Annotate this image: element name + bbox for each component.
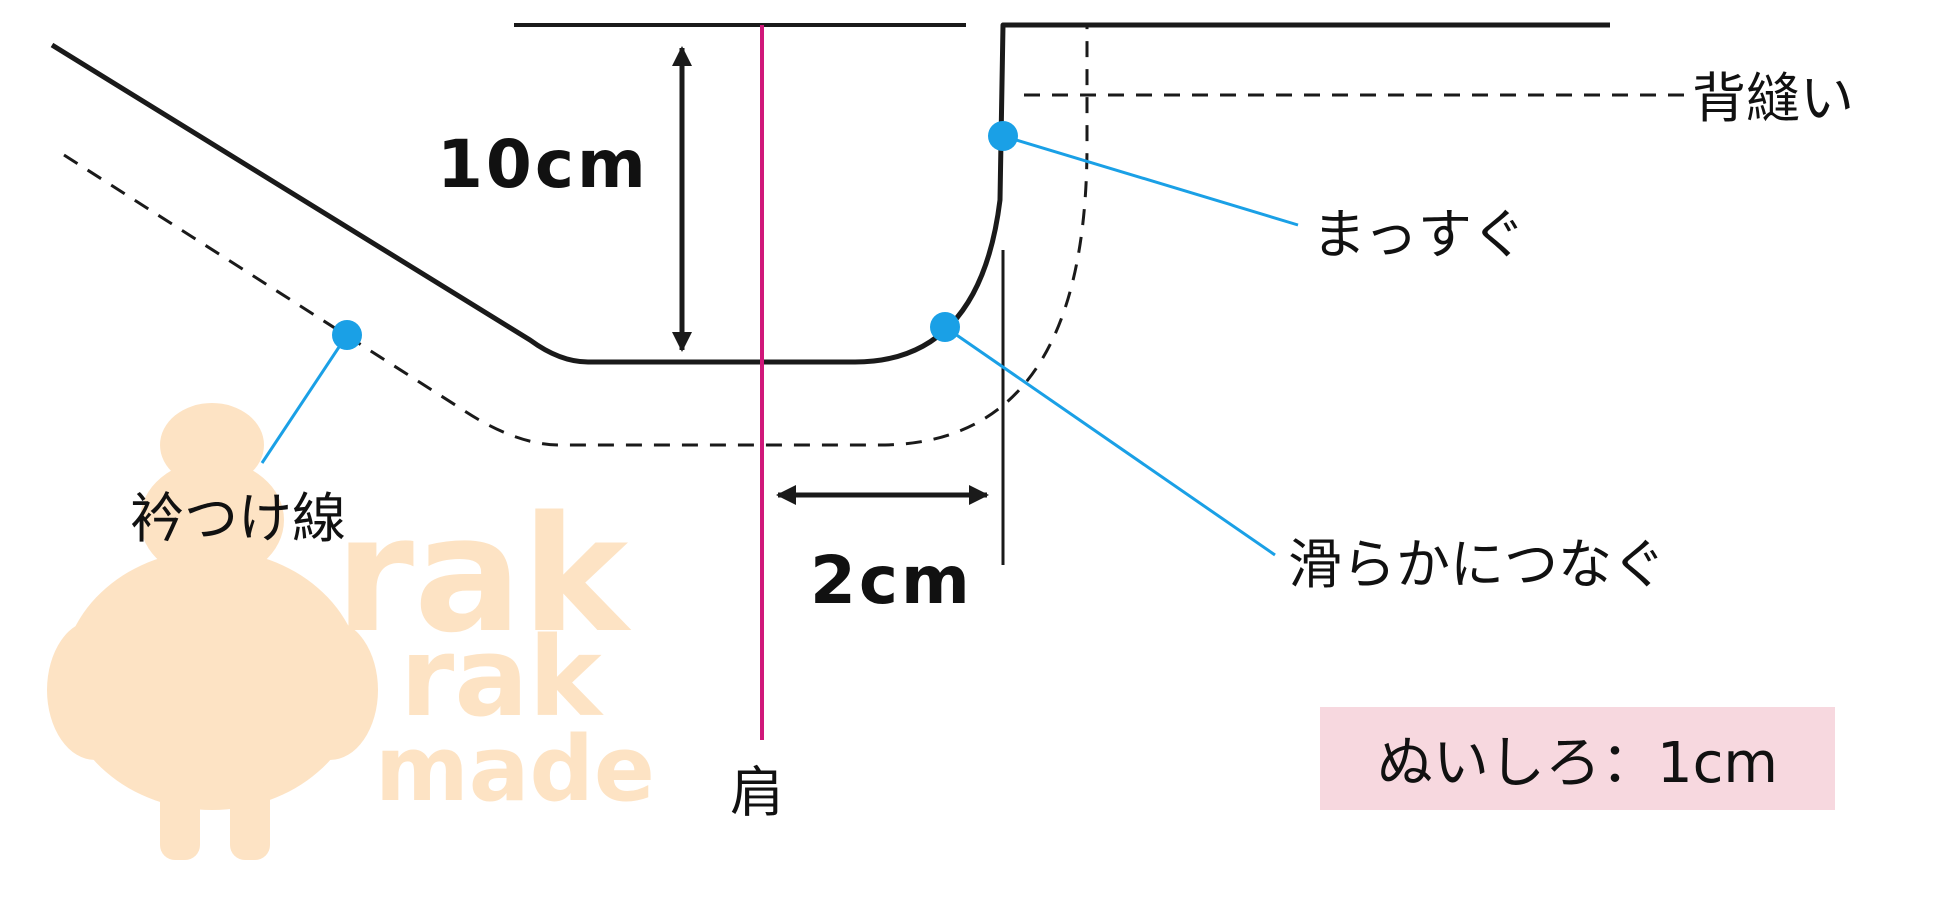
leader-straight — [1002, 134, 1299, 227]
marker-dot-straight — [988, 121, 1018, 151]
label-smooth-connect: 滑らかにつなぐ — [1288, 533, 1666, 596]
watermark-text-3: made — [375, 717, 655, 822]
dimension-label-10cm: 10cm — [437, 126, 649, 203]
dimension-label-2cm: 2cm — [810, 542, 973, 619]
watermark-text-1: rak — [335, 481, 632, 668]
label-shoulder: 肩 — [730, 761, 784, 824]
seam-allowance-box: ぬいしろ：1cm — [1320, 707, 1835, 810]
watermark-text-2: rak — [400, 613, 604, 741]
label-collar-line: 衿つけ線 — [130, 487, 346, 550]
marker-dot-collar — [332, 320, 362, 350]
seam-allowance-line — [63, 25, 1089, 447]
marker-dot-smooth — [930, 312, 960, 342]
mascot-watermark-figure — [47, 403, 378, 860]
finished-neckline-outline — [50, 22, 1610, 365]
leader-smooth — [944, 325, 1276, 557]
seam-allowance-label: ぬいしろ：1cm — [1377, 731, 1778, 796]
leader-collar — [260, 334, 349, 464]
label-back-seam: 背縫い — [1692, 67, 1854, 130]
label-straight: まっすぐ — [1312, 203, 1526, 266]
